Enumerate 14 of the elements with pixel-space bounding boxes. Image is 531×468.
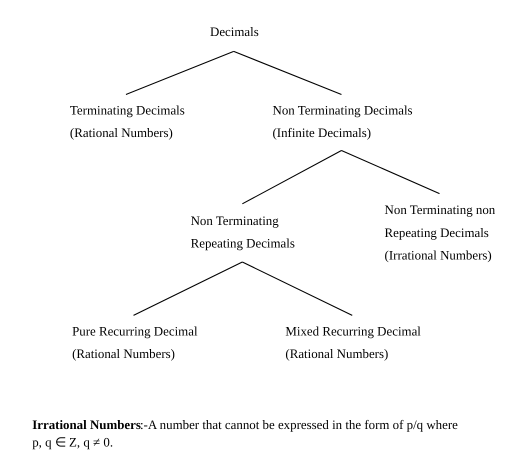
connector: [242, 262, 352, 316]
node-text: Mixed Recurring Decimal (Rational Numbers): [285, 323, 421, 362]
node-text: Non Terminating non Repeating Decimals (Irrational Numbers): [384, 202, 496, 262]
connector: [234, 50, 342, 95]
label: Irrational Numbers:-A number that cannot be expressed in the form of p/q where p, q ∈ Z, q ≠ 0.: [32, 417, 458, 450]
connector: [341, 150, 440, 194]
node-text: Terminating Decimals (Rational Numbers): [70, 102, 185, 140]
node-text: Pure Recurring Decimal (Rational Numbers): [72, 323, 198, 362]
node-text: Non Terminating Repeating Decimals: [190, 212, 295, 251]
connector: [126, 50, 234, 95]
node-text: Decimals: [210, 24, 259, 39]
connector: [242, 150, 342, 204]
node-text: Non Terminating Decimals (Infinite Decimals): [272, 102, 413, 140]
connector: [133, 262, 243, 316]
